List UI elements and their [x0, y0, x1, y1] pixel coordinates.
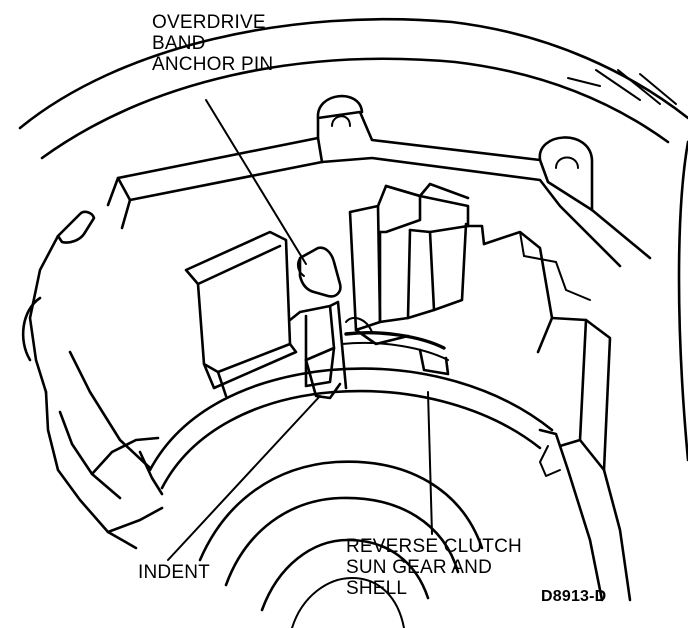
overdrive-label-line-2: BAND	[152, 33, 206, 54]
leader-indent	[167, 395, 321, 561]
reverse-clutch-shell-tabs	[348, 182, 591, 354]
reverse-label-line-3: SHELL	[346, 578, 408, 599]
reverse-label-line-2: SUN GEAR AND	[346, 557, 492, 578]
leader-reverse-clutch	[427, 391, 433, 535]
leader-overdrive-band-anchor-pin	[205, 99, 307, 265]
reverse-clutch-sun-gear-label: REVERSE CLUTCH SUN GEAR AND SHELL	[346, 536, 522, 599]
right-housing-wall	[538, 316, 632, 602]
leader-lines	[167, 99, 433, 561]
transmission-case-outline	[18, 17, 688, 462]
overdrive-label-line-3: ANCHOR PIN	[152, 54, 274, 75]
overdrive-label-line-1: OVERDRIVE	[152, 12, 266, 33]
left-housing	[21, 234, 164, 550]
overdrive-band-anchor-pin-label: OVERDRIVE BAND ANCHOR PIN	[152, 12, 273, 75]
reverse-label-line-1: REVERSE CLUTCH	[346, 536, 522, 557]
indent-label: INDENT	[138, 562, 210, 583]
figure-code: D8913-D	[541, 588, 607, 605]
overdrive-band-strut	[184, 230, 348, 400]
overdrive-band-anchor-pin	[296, 246, 342, 298]
sun-gear-indent	[341, 316, 450, 376]
case-wall	[56, 94, 652, 268]
